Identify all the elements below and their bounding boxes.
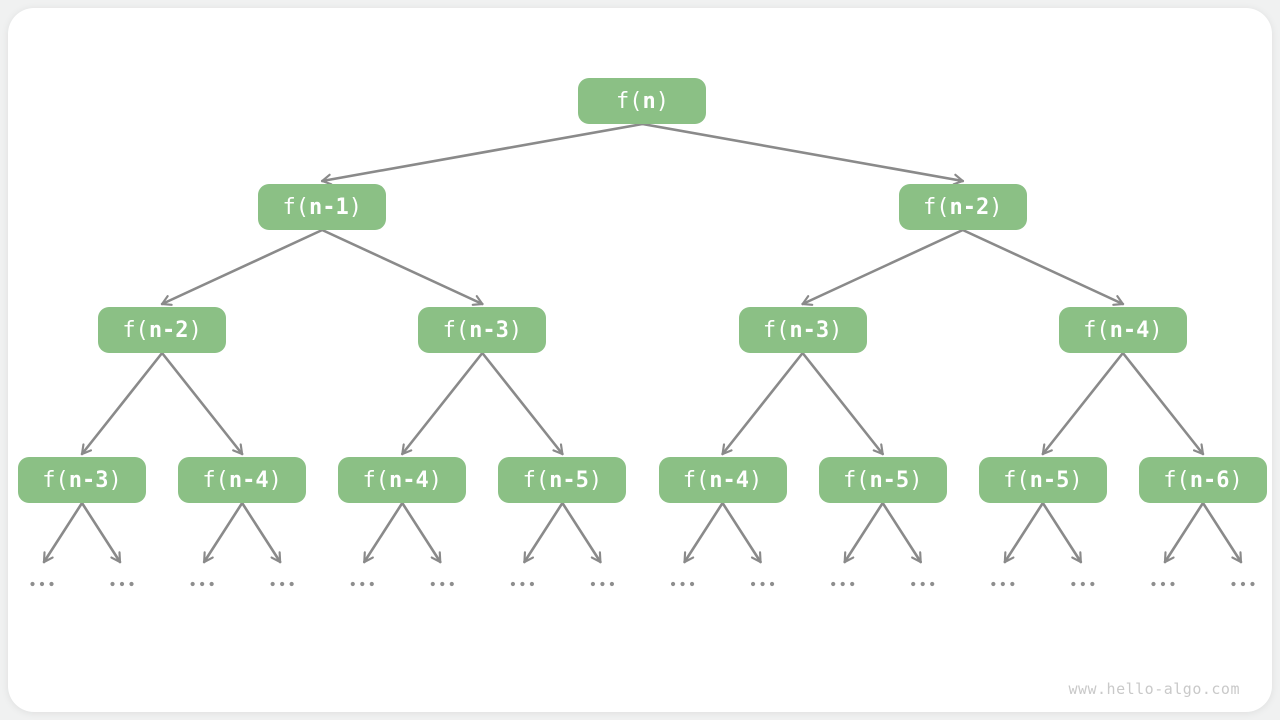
ellipsis-dot [350, 581, 355, 587]
ellipsis-dot [119, 581, 125, 587]
ellipsis [670, 581, 695, 587]
ellipsis-dot [769, 581, 775, 587]
ellipsis-dot [840, 581, 845, 587]
ellipsis-dot [209, 581, 214, 587]
ellipsis-dot [760, 581, 765, 587]
ellipsis [270, 581, 294, 587]
ellipsis [1071, 581, 1095, 587]
ellipsis-dot [520, 581, 525, 587]
ellipsis [911, 581, 935, 587]
ellipsis-dot [289, 581, 294, 587]
ellipsis-dot [1090, 581, 1095, 587]
ellipsis-dot [369, 581, 374, 587]
edge-arrow [400, 351, 484, 456]
edge-arrow [80, 351, 164, 456]
ellipsis-dot [920, 581, 925, 587]
ellipsis-dot [510, 581, 516, 587]
ellipsis-dot [1231, 581, 1236, 587]
ellipsis [590, 581, 615, 587]
ellipsis [1151, 581, 1175, 587]
ellipsis-dot [1160, 581, 1166, 587]
ellipsis [510, 581, 535, 587]
ellipsis-dot [190, 581, 195, 587]
ellipsis-dot [39, 581, 45, 587]
edge-arrow [1041, 351, 1125, 456]
watermark: www.hello-algo.com [1068, 680, 1240, 698]
edge-arrow [362, 501, 404, 564]
edge-arrow [801, 351, 885, 456]
edge-arrow [160, 351, 244, 456]
edge-arrow [400, 501, 442, 564]
ellipsis-dot [1170, 581, 1175, 587]
ellipsis [430, 581, 454, 587]
edge-arrow [561, 501, 602, 564]
ellipsis [350, 581, 374, 587]
ellipsis-dot [600, 581, 605, 587]
ellipsis-dot [670, 581, 676, 587]
ellipsis [831, 581, 855, 587]
ellipsis-dot [750, 581, 756, 587]
ellipsis [30, 581, 54, 587]
ellipsis-dot [430, 581, 435, 587]
edge-arrow [42, 501, 84, 564]
ellipsis-dot [440, 581, 445, 587]
ellipsis-dot [529, 581, 535, 587]
ellipsis-dot [689, 581, 695, 587]
ellipsis-dot [991, 581, 996, 587]
edge-arrow [721, 501, 762, 564]
ellipsis-dot [200, 581, 205, 587]
ellipsis-dot [360, 581, 365, 587]
ellipsis-dot [1151, 581, 1156, 587]
ellipsis-dot [1250, 581, 1255, 587]
ellipsis-dot [270, 581, 275, 587]
ellipsis-dot [590, 581, 596, 587]
edge-arrow [1121, 351, 1205, 456]
edge-arrow [1003, 501, 1045, 564]
edge-arrow [481, 351, 564, 456]
edge-arrow [1163, 501, 1205, 564]
edge-arrow [641, 122, 965, 186]
edge-arrow [721, 351, 804, 456]
ellipsis-dot [1080, 581, 1085, 587]
edge-arrow [240, 501, 282, 564]
ellipsis-dot [609, 581, 615, 587]
ellipsis [1231, 581, 1255, 587]
edge-arrow [1041, 501, 1083, 564]
edge-arrow [202, 501, 244, 564]
ellipsis-dot [850, 581, 855, 587]
ellipsis-dot [110, 581, 115, 587]
ellipsis-dot [30, 581, 35, 587]
ellipsis [190, 581, 214, 587]
edge-arrow [843, 501, 885, 564]
edge-arrow [80, 501, 122, 564]
ellipsis-dot [911, 581, 916, 587]
edge-arrow [320, 228, 484, 306]
ellipsis [991, 581, 1015, 587]
ellipsis-dot [449, 581, 454, 587]
ellipsis-dot [1000, 581, 1005, 587]
ellipsis [750, 581, 775, 587]
ellipsis-dot [1240, 581, 1246, 587]
ellipsis-dot [280, 581, 285, 587]
edge-arrow [683, 501, 724, 564]
edge-arrow [961, 228, 1125, 306]
ellipsis [110, 581, 134, 587]
ellipsis-dot [49, 581, 54, 587]
ellipsis-dot [831, 581, 836, 587]
edge-arrow [1201, 501, 1243, 564]
edge-arrow [801, 228, 965, 306]
edge-arrow [881, 501, 923, 564]
ellipsis-dot [129, 581, 134, 587]
ellipsis-dot [930, 581, 935, 587]
edge-arrow [523, 501, 564, 564]
ellipsis-dot [680, 581, 685, 587]
ellipsis-dot [1071, 581, 1076, 587]
edge-arrow [160, 228, 324, 306]
edge-arrow [320, 122, 644, 186]
ellipsis-dot [1010, 581, 1015, 587]
